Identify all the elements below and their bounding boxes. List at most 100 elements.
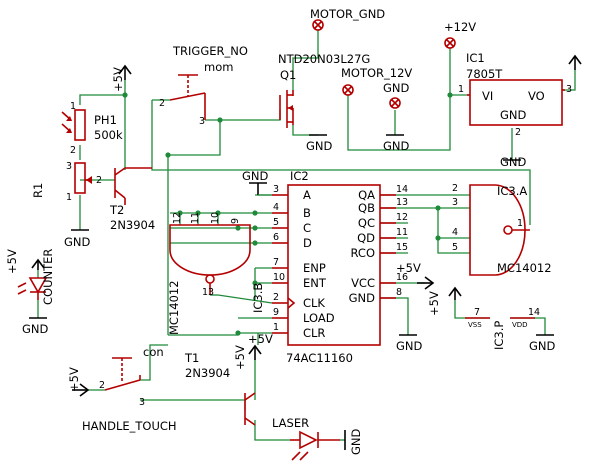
svg-text:2: 2: [515, 127, 521, 138]
ic1-gnd-label: GND: [500, 108, 527, 122]
plus5-left-label: +5V: [111, 67, 125, 92]
ic3p-label: IC3.P: [492, 321, 506, 350]
counter-plus5: +5V: [5, 249, 19, 274]
ic2-pin-number: 11: [396, 227, 408, 238]
t2-label: T2: [109, 203, 124, 217]
ic2-pin-number: 9: [273, 307, 279, 318]
svg-text:7: 7: [474, 307, 480, 318]
ic2-pin-number: 10: [273, 272, 285, 283]
vdd-label: VDD: [512, 321, 528, 329]
ic1-vi-label: VI: [482, 89, 493, 103]
ph1-label: PH1: [94, 113, 117, 127]
ic2-pin-number: 3: [273, 184, 279, 195]
ic2-pin-number: 15: [396, 242, 408, 253]
ic1-part-label: 7805T: [466, 67, 503, 81]
ic2-pin-name: QA: [358, 188, 375, 202]
clr-plus5: +5V: [248, 332, 273, 346]
counter-label: COUNTER: [41, 249, 55, 305]
counter-led: [17, 277, 48, 300]
r1-label: R1: [31, 183, 45, 198]
q1-gnd-label: GND: [306, 139, 333, 153]
ic2-gnd-label: GND: [242, 169, 269, 183]
gnd-pad-label: GND: [383, 81, 410, 95]
junctions: [122, 92, 453, 336]
pad-gnd-label: GND: [383, 139, 410, 153]
gnd-pad: [389, 97, 401, 109]
ic2-body: [287, 184, 381, 346]
ic3a-gate: [469, 184, 526, 276]
ph1-value: 500k: [94, 128, 123, 142]
svg-text:2: 2: [99, 380, 105, 391]
ic1-vo-label: VO: [528, 89, 545, 103]
svg-text:9: 9: [230, 218, 241, 224]
laser-diode: [290, 430, 340, 461]
ic2-pin-name: VCC: [351, 276, 375, 290]
laser-label: LASER: [272, 416, 309, 430]
laser-gnd-label: GND: [349, 428, 363, 455]
plus5-arrows: [31, 54, 582, 397]
t1-label: T1: [184, 351, 199, 365]
ic2-pin-name: C: [303, 221, 311, 235]
svg-text:2: 2: [452, 183, 458, 194]
ic2-right-pins: [380, 194, 396, 299]
ic2-pin-name: ENT: [303, 276, 327, 290]
con-plus5: +5V: [67, 367, 81, 392]
svg-text:3: 3: [566, 84, 572, 95]
ic2-pin-name: B: [303, 206, 311, 220]
ic2-pin-number: 8: [396, 287, 402, 298]
svg-text:10: 10: [210, 212, 221, 224]
ic2-pin-number: 7: [273, 257, 279, 268]
ic2-pin-number: 14: [396, 184, 408, 195]
ic1-label: IC1: [466, 51, 485, 65]
t1-part-label: 2N3904: [185, 366, 230, 380]
ic2-pin-name: ENP: [303, 261, 326, 275]
svg-text:4: 4: [452, 227, 458, 238]
ic2-label: IC2: [290, 169, 309, 183]
svg-text:14: 14: [528, 307, 540, 318]
con-label: con: [143, 345, 164, 359]
ic3a-bubble: [503, 225, 513, 235]
svg-text:11: 11: [190, 212, 201, 224]
svg-text:5: 5: [452, 242, 458, 253]
labels: MOTOR_GND +12V TRIGGER_NO mom NTD20N03L2…: [5, 7, 572, 455]
mom-label: mom: [204, 60, 233, 74]
ic1-ground-label: GND: [500, 155, 527, 169]
plus12-label: +12V: [444, 20, 476, 34]
ic2-pin-number: 4: [273, 202, 279, 213]
ic3a-label: IC3.A: [497, 184, 527, 198]
t2-transistor: [114, 167, 152, 205]
ic2-pin-name: LOAD: [303, 311, 335, 325]
ph1-resistor: [61, 109, 86, 141]
ic2-pin-number: 16: [396, 272, 408, 283]
ic2-pin-number: 1: [273, 322, 279, 333]
svg-text:1: 1: [517, 218, 523, 229]
trigger-switch: [169, 74, 206, 120]
q1-mosfet: [279, 90, 294, 128]
svg-text:1: 1: [70, 101, 76, 112]
ic2-left-pins: [272, 194, 288, 334]
ic2-pin-name: QD: [357, 231, 375, 245]
q1-label: Q1: [280, 68, 296, 82]
clk-triangle: [287, 297, 296, 309]
handle-label: HANDLE_TOUCH: [82, 419, 177, 433]
ic2-vcc-plus5: +5V: [396, 261, 421, 275]
svg-text:3: 3: [452, 197, 458, 208]
ic2-pin-name: RCO: [351, 246, 376, 260]
ic3b-label: IC3.B: [251, 283, 265, 313]
r1-gnd-label: GND: [64, 235, 91, 249]
wires: [37, 30, 576, 441]
vss-label: VSS: [468, 321, 482, 329]
motor-gnd-label: MOTOR_GND: [310, 7, 385, 21]
t2-part-label: 2N3904: [110, 218, 155, 232]
ic3a-part-label: MC14012: [497, 261, 552, 275]
ground-symbols: [28, 134, 555, 450]
ic2-pin-name: GND: [349, 291, 376, 305]
motor-12v-pad: [342, 84, 354, 96]
ic2-pin-number: 12: [396, 212, 408, 223]
ic3b-part-label: MC14012: [167, 280, 181, 335]
ic1-body: [469, 79, 563, 126]
svg-text:3: 3: [66, 161, 72, 172]
svg-text:13: 13: [202, 287, 214, 298]
